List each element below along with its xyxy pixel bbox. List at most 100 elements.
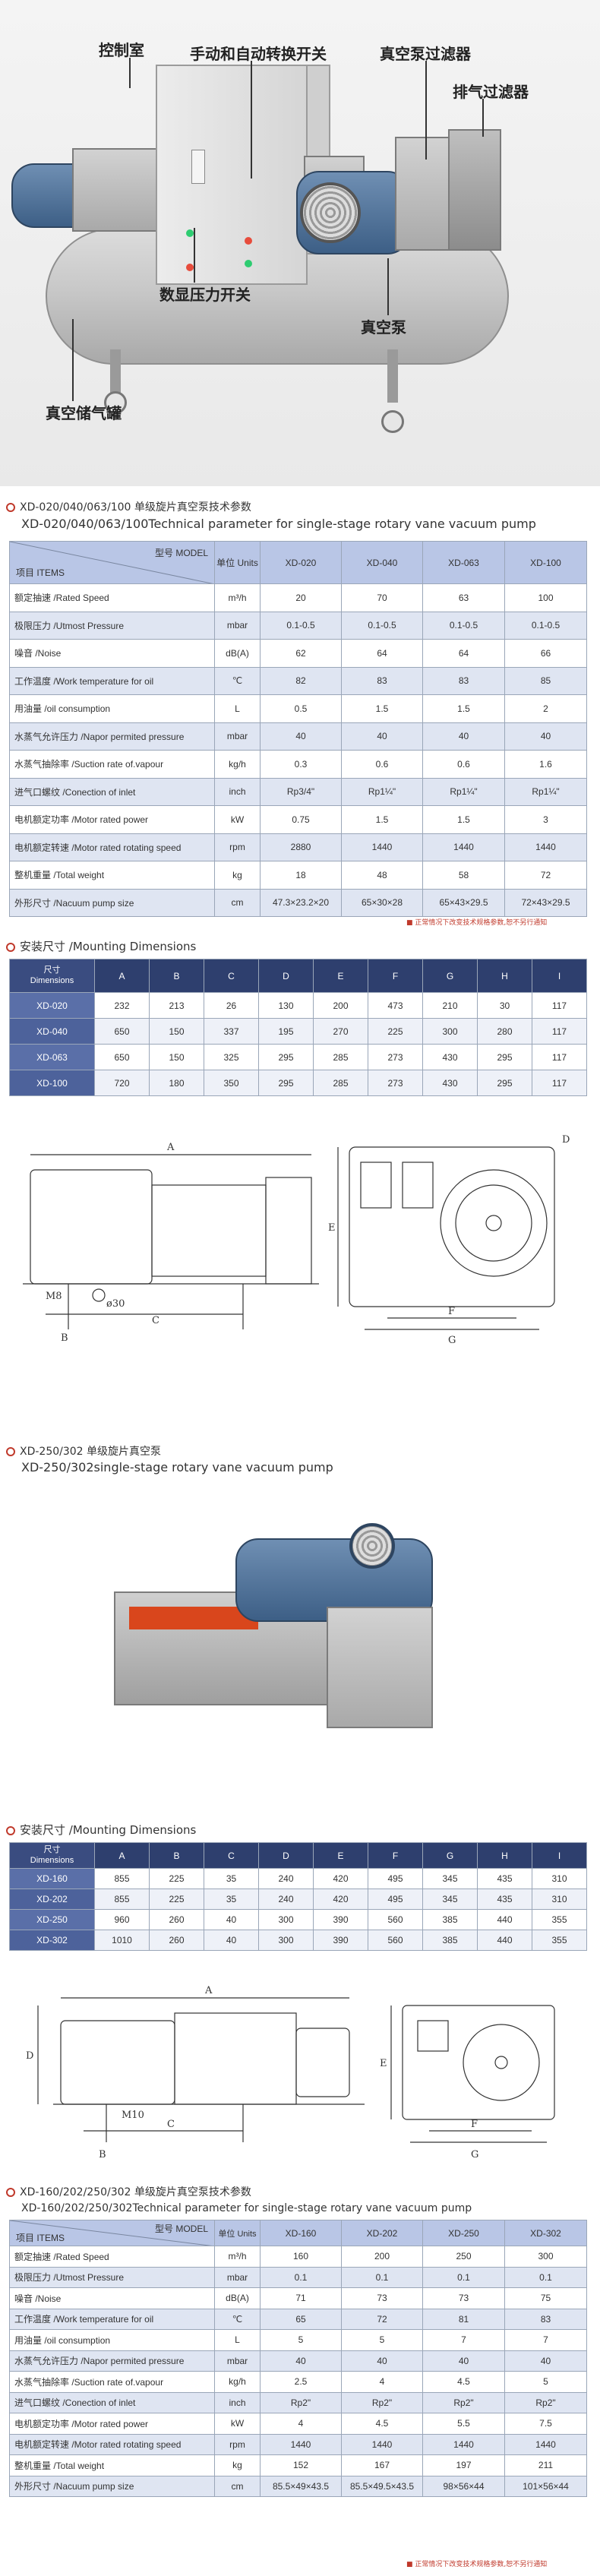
spec-value: 98×56×44 — [422, 2475, 505, 2497]
header-model: XD-302 — [504, 2220, 587, 2246]
dims-value: 117 — [532, 1070, 587, 1096]
header-model: XD-160 — [260, 2220, 342, 2246]
spec-value: 3 — [504, 805, 587, 834]
spec-label: 水蒸气允许压力 /Napor permited pressure — [9, 2350, 215, 2372]
dims-value: 35 — [204, 1889, 259, 1910]
spec-value: 18 — [260, 861, 342, 890]
spec-unit: ℃ — [214, 666, 261, 695]
dims-value: 117 — [532, 992, 587, 1019]
spec-label: 用油量 /oil consumption — [9, 694, 215, 723]
red-lamp-icon — [186, 264, 194, 271]
dim-label-e: E — [328, 1222, 336, 1234]
pump-outline — [151, 1184, 267, 1277]
dims-value: 385 — [422, 1909, 478, 1930]
leader-line — [387, 258, 389, 315]
dims-col: A — [94, 959, 150, 993]
spec-value: 65×43×29.5 — [422, 888, 505, 917]
leader-line — [72, 319, 74, 401]
spec-value: 66 — [504, 639, 587, 668]
spec-value: 2880 — [260, 833, 342, 861]
dims-value: 285 — [313, 1070, 368, 1096]
dims-value: 295 — [258, 1044, 314, 1070]
dims-value: 40 — [204, 1909, 259, 1930]
dim-label-a: A — [204, 1985, 213, 1996]
spec-value: 211 — [504, 2454, 587, 2476]
spec-value: 0.1-0.5 — [422, 611, 505, 640]
spec-value: 0.6 — [341, 750, 423, 779]
spec-value: 0.1-0.5 — [504, 611, 587, 640]
dims-value: 310 — [532, 1868, 587, 1889]
spec-label: 电机额定转速 /Motor rated rotating speed — [9, 833, 215, 861]
spec-value: 1440 — [422, 833, 505, 861]
dim-label-c: C — [152, 1315, 159, 1326]
spec-table-1: 型号 MODEL 项目 ITEMS 单位 Units XD-020 XD-040… — [9, 541, 587, 917]
spec-unit: mbar — [214, 611, 261, 640]
spec-value: 72 — [341, 2308, 423, 2330]
spec-value: 250 — [422, 2246, 505, 2268]
spec-value: 48 — [341, 861, 423, 890]
spec-value: Rp2" — [504, 2391, 587, 2413]
brand-label-image — [129, 1607, 258, 1629]
exhaust-filter-image — [448, 129, 501, 251]
dims-value: 355 — [532, 1930, 587, 1951]
spec-value: 0.3 — [260, 750, 342, 779]
dims-col: G — [422, 1842, 478, 1869]
dims-value: 150 — [149, 1044, 204, 1070]
diagonal-line — [10, 2220, 210, 2246]
dims-value: 117 — [532, 1018, 587, 1045]
dims-col: C — [204, 959, 259, 993]
dims-value: 650 — [94, 1018, 150, 1045]
spec-value: Rp1¼" — [422, 777, 505, 806]
spec-value: 197 — [422, 2454, 505, 2476]
dim-label-b: B — [61, 1332, 68, 1344]
spec-value: 0.1-0.5 — [260, 611, 342, 640]
dims-value: 420 — [313, 1889, 368, 1910]
dims-value: 345 — [422, 1889, 478, 1910]
spec-label: 噪音 /Noise — [9, 639, 215, 668]
dims-value: 273 — [368, 1070, 423, 1096]
spec-unit: kg — [214, 2454, 261, 2476]
spec-label: 电机额定功率 /Motor rated power — [9, 2413, 215, 2435]
dims-value: 495 — [368, 1889, 423, 1910]
dims-col: G — [422, 959, 478, 993]
spec-value: 4.5 — [422, 2371, 505, 2393]
spec-value: 300 — [504, 2246, 587, 2268]
spec-label: 极限压力 /Utmost Pressure — [9, 2266, 215, 2288]
dim-label-f: F — [448, 1306, 455, 1317]
spec-value: 40 — [504, 2350, 587, 2372]
header-model: XD-040 — [341, 541, 423, 584]
dims-value: 355 — [532, 1909, 587, 1930]
dims-col: F — [368, 1842, 423, 1869]
header-model: XD-202 — [341, 2220, 423, 2246]
dims-value: 26 — [204, 992, 259, 1019]
spec-value: 83 — [341, 666, 423, 695]
spec-value: 40 — [260, 2350, 342, 2372]
dim-label-f: F — [471, 2119, 478, 2130]
spec-value: 1440 — [341, 833, 423, 861]
dim-label-d: D — [562, 1134, 570, 1146]
dim-label-d: D — [26, 2050, 33, 2062]
spec-label: 额定抽速 /Rated Speed — [9, 2246, 215, 2268]
spec-value: 73 — [422, 2287, 505, 2309]
callout-digital-pressure-switch: 数显压力开关 — [159, 286, 251, 304]
callout-vacuum-tank: 真空储气罐 — [46, 404, 122, 422]
dims-value: 295 — [258, 1070, 314, 1096]
dims-value: 855 — [94, 1868, 150, 1889]
dims-value: 960 — [94, 1909, 150, 1930]
dims-value: 300 — [258, 1930, 314, 1951]
end-cap-outline — [265, 1177, 312, 1285]
bullet-icon — [6, 1446, 15, 1456]
spec-value: 7.5 — [504, 2413, 587, 2435]
dims2-heading: 安装尺寸 /Mounting Dimensions — [6, 1822, 196, 1838]
spec-value: 85 — [504, 666, 587, 695]
dims-col: I — [532, 959, 587, 993]
spec-value: 83 — [504, 2308, 587, 2330]
spec-value: 0.1-0.5 — [341, 611, 423, 640]
